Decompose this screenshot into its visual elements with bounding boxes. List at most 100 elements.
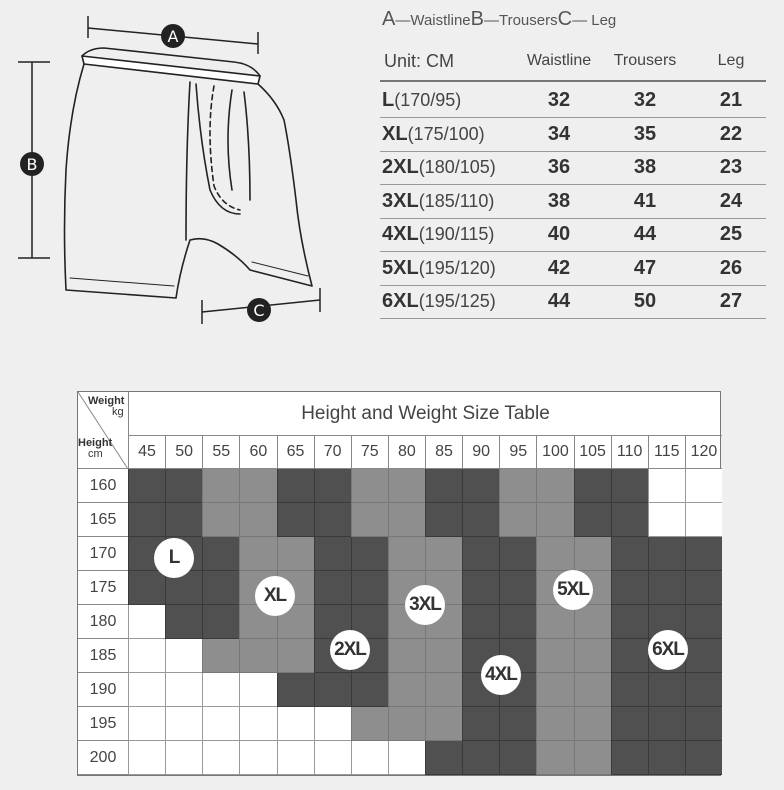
grid-cell	[610, 537, 648, 571]
grid-cell	[313, 537, 351, 571]
waistline-value: 34	[547, 122, 571, 145]
grid-cell	[499, 537, 537, 571]
corner-weight-unit: kg	[112, 406, 124, 418]
grid-cell	[202, 605, 240, 639]
weight-header: 50	[165, 436, 203, 469]
grid-cell	[313, 571, 351, 605]
weight-header: 90	[462, 436, 500, 469]
measurement-header-row: Unit: CM Waistline Trousers Leg	[380, 42, 766, 82]
grid-cell	[202, 639, 240, 673]
grid-cell	[239, 503, 277, 537]
grid-cell	[425, 673, 463, 707]
legend-b-letter: B	[470, 8, 484, 30]
grid-cell	[165, 639, 203, 673]
weight-header: 45	[128, 436, 166, 469]
size-name: XL	[382, 122, 408, 145]
size-name: 3XL	[382, 189, 419, 212]
grid-cell	[313, 741, 351, 775]
corner-weight: Weight	[88, 395, 125, 407]
grid-cell	[128, 571, 166, 605]
header-leg: Leg	[717, 52, 745, 69]
corner-height: Height	[78, 437, 113, 449]
weight-header: 80	[387, 436, 425, 469]
grid-cell	[573, 503, 611, 537]
size-badge: 2XL	[330, 630, 370, 670]
grid-cell	[684, 571, 722, 605]
waistline-value: 40	[547, 223, 571, 245]
trousers-value: 35	[633, 122, 657, 145]
grid-cell	[573, 639, 611, 673]
grid-cell	[425, 537, 463, 571]
grid-cell	[276, 673, 314, 707]
grid-cell	[128, 741, 166, 775]
waistline-value: 36	[547, 156, 571, 178]
grid-cell	[276, 469, 314, 503]
grid-cell	[276, 639, 314, 673]
grid-cell	[610, 605, 648, 639]
grid-cell	[165, 503, 203, 537]
grid-cell	[387, 673, 425, 707]
grid-cell	[313, 469, 351, 503]
size-spec: (175/100)	[407, 123, 485, 144]
grid-cell	[462, 707, 500, 741]
height-label: 195	[78, 707, 128, 741]
grid-cell	[610, 469, 648, 503]
size-spec: (195/125)	[418, 291, 496, 311]
grid-cell	[647, 469, 685, 503]
grid-cell	[313, 707, 351, 741]
size-name: 5XL	[382, 256, 419, 279]
grid-corner: Weight kg Height cm	[78, 392, 128, 469]
grid-cell	[684, 469, 722, 503]
height-label: 160	[78, 469, 128, 503]
waistline-value: 38	[547, 189, 571, 212]
grid-cell	[462, 605, 500, 639]
grid-cell	[202, 571, 240, 605]
grid-cell	[425, 707, 463, 741]
grid-cell	[165, 707, 203, 741]
weight-header: 70	[313, 436, 351, 469]
size-label: 2XL(180/105)	[382, 151, 496, 184]
weight-header: 120	[684, 436, 722, 469]
shorts-outline	[63, 63, 313, 299]
grid-cell	[276, 503, 314, 537]
grid-cell	[202, 503, 240, 537]
corner-height-unit: cm	[88, 448, 103, 460]
grid-cell	[387, 503, 425, 537]
grid-cell	[276, 741, 314, 775]
grid-cell	[647, 503, 685, 537]
grid-title: Height and Weight Size Table	[128, 392, 722, 436]
grid-cell	[647, 741, 685, 775]
height-label: 170	[78, 537, 128, 571]
trousers-value: 32	[633, 89, 657, 111]
size-spec: (190/115)	[418, 224, 495, 244]
measurement-legend: A —Waistline B —Trousers C — Leg	[382, 8, 616, 34]
grid-cell	[536, 537, 574, 571]
size-badge: XL	[255, 576, 295, 616]
grid-cell	[684, 537, 722, 571]
grid-cell	[684, 673, 722, 707]
size-spec: (170/95)	[394, 90, 462, 110]
grid-cell	[647, 673, 685, 707]
grid-cell	[425, 741, 463, 775]
svg-text:C: C	[253, 301, 264, 320]
size-badge: 6XL	[648, 630, 688, 670]
grid-cell	[536, 673, 574, 707]
grid-cell	[425, 639, 463, 673]
grid-cell	[610, 707, 648, 741]
grid-cell	[202, 537, 240, 571]
grid-cell	[239, 639, 277, 673]
waistline-value: 44	[547, 290, 571, 312]
grid-cell	[128, 605, 166, 639]
weight-header: 55	[202, 436, 240, 469]
grid-cell	[499, 707, 537, 741]
grid-cell	[684, 639, 722, 673]
grid-cell	[387, 469, 425, 503]
weight-header: 100	[536, 436, 574, 469]
grid-cell	[573, 741, 611, 775]
